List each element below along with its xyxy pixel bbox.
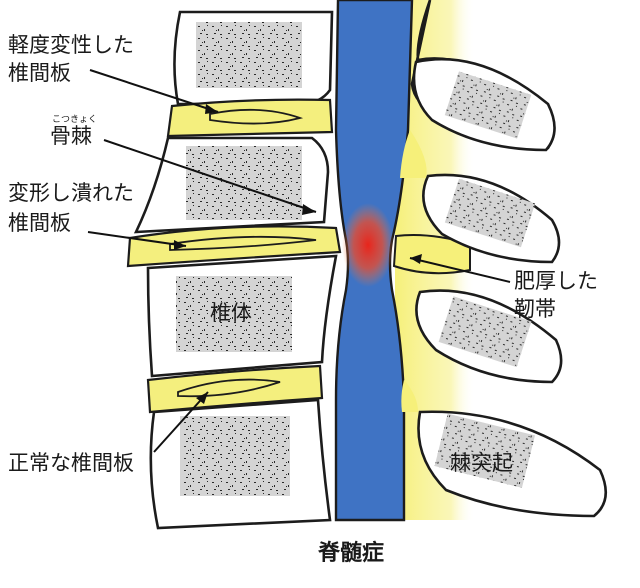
label-thickened-ligament-line1: 肥厚した (514, 269, 598, 293)
label-thickened-ligament-line2: 靭帯 (514, 297, 556, 321)
vertebra-4 (149, 398, 332, 530)
label-crushed-disc: 変形し潰れた 椎間板 (8, 181, 134, 235)
label-bone-spur: こつきょく 骨棘 (50, 114, 97, 148)
compression-highlight (342, 203, 394, 287)
disc-normal (146, 364, 324, 414)
spinous-process-3 (415, 289, 563, 384)
label-degenerated-disc: 軽度変性した 椎間板 (8, 33, 134, 85)
vertebra-3 (146, 254, 338, 378)
leader-lines (87, 69, 511, 453)
spinous-process-1 (410, 0, 556, 152)
label-thickened-ligament: 肥厚した 靭帯 (514, 269, 598, 321)
ligament-fills (400, 130, 427, 412)
label-bone-spur-reading: こつきょく (52, 114, 97, 125)
spinous-process-4 (417, 410, 608, 518)
spinous-process-2 (422, 173, 561, 264)
label-degenerated-disc-line2: 椎間板 (8, 61, 71, 85)
label-bone-spur-text: 骨棘 (50, 124, 92, 148)
spinal-cord (334, 0, 414, 522)
label-spinous-process: 棘突起 (450, 451, 513, 475)
disc-crushed (126, 225, 342, 268)
label-crushed-disc-line2: 椎間板 (8, 211, 71, 235)
label-vertebral-body: 椎体 (210, 301, 252, 325)
label-degenerated-disc-line1: 軽度変性した (8, 33, 134, 57)
disc-degenerated (166, 98, 334, 138)
label-normal-disc: 正常な椎間板 (8, 451, 134, 475)
thickened-ligament (392, 234, 471, 275)
label-crushed-disc-line1: 変形し潰れた (8, 181, 134, 205)
vertebra-1 (173, 10, 334, 106)
diagram-title: 脊髄症 (317, 540, 384, 566)
vertebra-2 (133, 136, 330, 234)
